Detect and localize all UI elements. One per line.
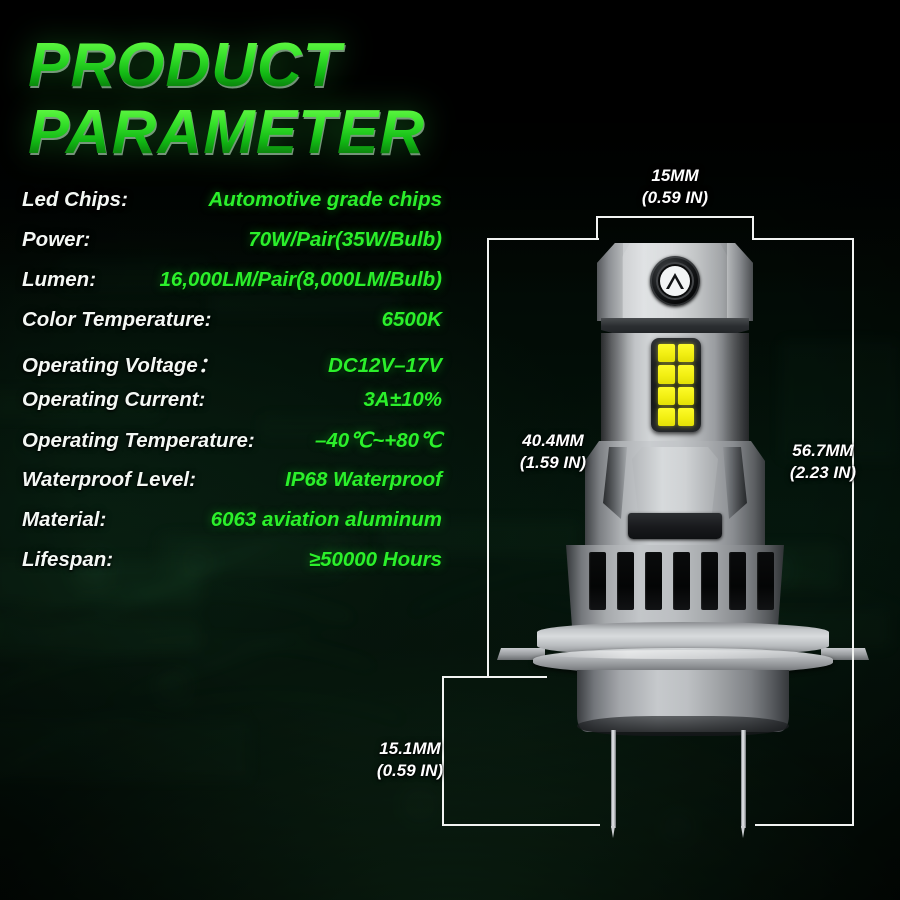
base-cylinder-bottom [577,716,789,736]
connector-pin-right-tip [741,826,745,838]
connector-pin-left-tip [611,826,615,838]
spec-row-operating-voltage: Operating Voltage： DC12V–17V [0,348,460,388]
triangle-inner-icon [669,278,681,289]
dimension-line-top-width [596,216,754,218]
spec-value: 16,000LM/Pair(8,000LM/Bulb) [159,268,442,291]
bulb-head-edge-right [727,243,753,321]
spec-label: Lifespan: [22,548,114,571]
cooling-vent [673,552,690,610]
led-chip [658,365,675,384]
dimension-label-top-width: 15MM (0.59 IN) [595,165,755,209]
dimension-tick-top-right [752,216,754,240]
spec-label: Operating Voltage： [22,354,219,377]
page-title: PRODUCT PARAMETER [28,35,548,164]
led-chip [677,386,694,405]
connector-pin-right [741,730,746,828]
dimension-mm: 40.4MM [522,431,584,450]
bulb-mid-shadow-right [715,333,749,441]
dimension-inch: (2.23 IN) [789,462,857,482]
spec-label: Led Chips: [22,188,128,211]
led-chip [677,344,694,363]
spec-label: Operating Current: [22,388,206,411]
title-line-2: PARAMETER [28,101,548,164]
dimension-inch: (0.59 IN) [641,187,709,207]
spec-row-material: Material: 6063 aviation aluminum [0,508,460,548]
cooling-vent [757,552,774,610]
bulb-mid-shadow-left [601,333,635,441]
spec-row-operating-current: Operating Current: 3A±10% [0,388,460,428]
spec-label: Material: [22,508,107,531]
spec-row-lifespan: Lifespan: ≥50000 Hours [0,548,460,588]
spec-label: Waterproof Level: [22,468,196,491]
cooling-vent [729,552,746,610]
led-chip [658,344,675,363]
dimension-tick-base-top [442,676,547,678]
dimension-inch: (0.59 IN) [376,760,444,780]
dimension-mm: 56.7MM [792,441,854,460]
dimension-tick-body-top [487,238,599,240]
dimension-mm: 15.1MM [379,739,441,758]
specification-list: Led Chips: Automotive grade chips Power:… [0,188,460,588]
spec-value: ≥50000 Hours [308,548,442,571]
spec-label: Operating Temperature: [22,429,255,452]
dimension-tick-total-bottom [755,824,853,826]
spec-row-waterproof-level: Waterproof Level: IP68 Waterproof [0,468,460,508]
dimension-label-total-height: 56.7MM (2.23 IN) [768,440,878,484]
cooling-vent [589,552,606,610]
cooling-vent [701,552,718,610]
dimension-mm: 15MM [651,166,699,185]
base-locking-tab-right [821,648,869,660]
spec-row-led-chips: Led Chips: Automotive grade chips [0,188,460,228]
spec-label: Power: [22,228,91,251]
dimension-inch: (1.59 IN) [519,452,587,472]
cooling-vent [645,552,662,610]
dimension-tick-total-top [752,238,854,240]
led-chip [658,386,675,405]
spec-row-operating-temperature: Operating Temperature: –40℃~+80℃ [0,428,460,468]
spec-value: –40℃~+80℃ [315,429,442,452]
bulb-driver-block [628,513,722,539]
spec-label: Color Temperature: [22,308,212,331]
dimension-tick-top-left [596,216,598,240]
led-chip [677,365,694,384]
spec-row-lumen: Lumen: 16,000LM/Pair(8,000LM/Bulb) [0,268,460,308]
dimension-line-base-height [442,676,444,826]
cooling-vent [617,552,634,610]
spec-value: Automotive grade chips [208,188,442,211]
base-locking-tab-left [497,648,545,660]
connector-pin-left [611,730,616,828]
dimension-line-total-height [852,238,854,826]
title-line-1: PRODUCT [28,35,548,97]
spec-row-color-temperature: Color Temperature: 6500K [0,308,460,348]
led-chip [658,407,675,426]
bulb-center-fin [632,447,718,513]
bulb-head-edge-left [597,243,623,321]
base-flange-highlight [545,650,821,659]
spec-label: Lumen: [22,268,97,291]
spec-value: 70W/Pair(35W/Bulb) [248,228,442,251]
spec-row-power: Power: 70W/Pair(35W/Bulb) [0,228,460,268]
spec-value: DC12V–17V [328,354,442,377]
dimension-label-body-height: 40.4MM (1.59 IN) [498,430,608,474]
led-chip-array [658,344,694,426]
led-chip [677,407,694,426]
spec-value: IP68 Waterproof [285,468,442,491]
spec-value: 6500K [381,308,442,331]
spec-value: 3A±10% [363,388,443,411]
dimension-line-body-height [487,238,489,678]
dimension-label-base-height: 15.1MM (0.59 IN) [340,738,480,782]
dimension-tick-base-bottom [442,824,600,826]
spec-value: 6063 aviation aluminum [210,508,442,531]
